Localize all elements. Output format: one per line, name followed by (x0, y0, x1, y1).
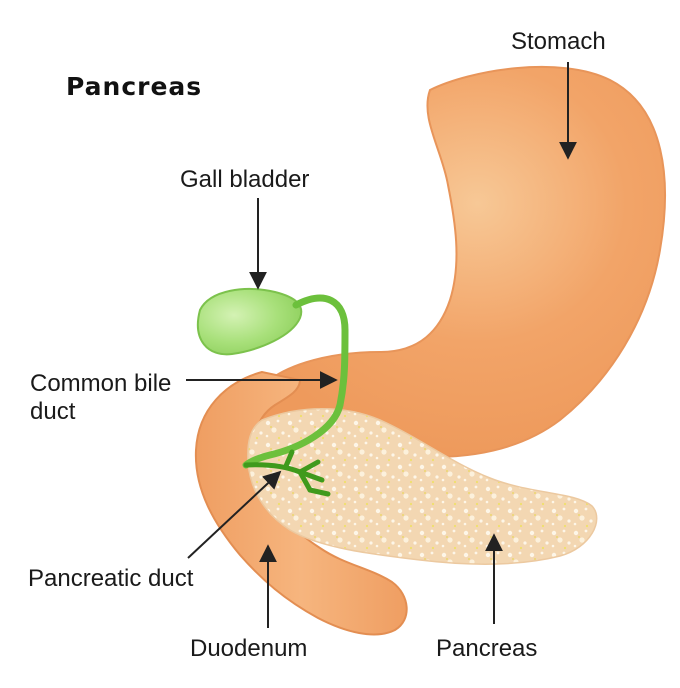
label-duodenum: Duodenum (190, 635, 308, 662)
pancreatic-duct-arrow (187, 470, 282, 559)
label-gall-bladder: Gall bladder (180, 166, 310, 193)
pancreatic-duct-shape (243, 449, 331, 497)
label-pancreatic-duct: Pancreatic duct (28, 565, 194, 592)
gall-bladder-shape (197, 288, 303, 356)
pancreas-shape (247, 408, 598, 565)
label-pancreas: Pancreas (436, 635, 538, 662)
label-stomach: Stomach (511, 28, 606, 55)
label-common-bile-duct: Common bile duct (30, 370, 172, 425)
callout-arrows (186, 62, 577, 628)
common-bile-duct-shape (242, 294, 349, 469)
stomach-shape (246, 65, 666, 458)
diagram-title: Pancreas (66, 72, 203, 101)
